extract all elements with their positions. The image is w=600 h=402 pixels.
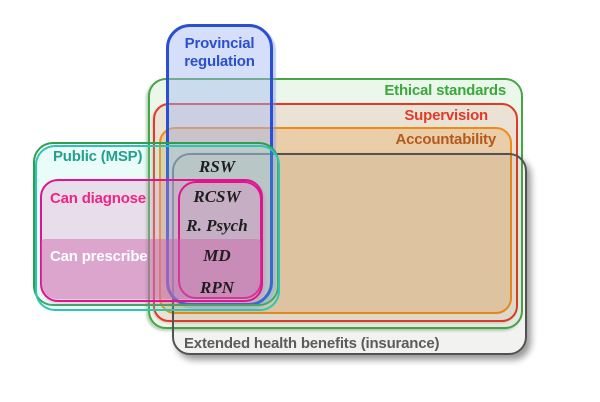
can-diagnose-inner-set	[178, 181, 262, 299]
accountability-label: Accountability	[395, 131, 496, 148]
accountability-set	[159, 127, 512, 314]
can-diagnose-set	[40, 179, 263, 302]
member-label-rpn: RPN	[200, 278, 234, 297]
public-msp-set	[35, 145, 280, 311]
supervision-set	[153, 103, 518, 322]
can-prescribe-region	[41, 239, 261, 299]
provincial-regulation-label: Provincial regulation	[184, 35, 255, 70]
member-label-rcsw: RCSW	[193, 187, 241, 206]
ethical-standards-label: Ethical standards	[384, 82, 506, 99]
ethical-standards-set	[148, 78, 523, 329]
can-prescribe-label: Can prescribe	[50, 248, 148, 265]
member-label-rsw: RSW	[199, 157, 235, 176]
public-msp-label: Public (MSP)	[53, 148, 143, 165]
supervision-label: Supervision	[404, 107, 488, 124]
extended-benefits-set	[172, 153, 527, 355]
can-diagnose-label: Can diagnose	[50, 190, 146, 207]
member-label-md: MD	[203, 246, 231, 265]
extended-benefits-label: Extended health benefits (insurance)	[184, 335, 440, 352]
provincial-regulation-set	[166, 24, 273, 306]
member-label-r-psych: R. Psych	[186, 216, 248, 235]
